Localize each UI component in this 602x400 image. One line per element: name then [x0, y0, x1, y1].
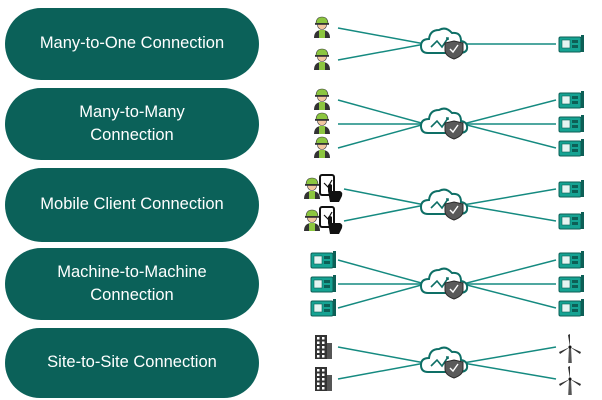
- worker-tablet-2-0-icon: [304, 174, 343, 202]
- link-right-1-0: [462, 99, 557, 125]
- link-left-2-0: [343, 188, 426, 206]
- link-right-2-1: [462, 204, 557, 222]
- machine-3-0-icon: [310, 251, 336, 269]
- machine-0-r0-icon: [558, 35, 584, 53]
- link-right-1-2: [462, 123, 557, 149]
- link-left-3-0: [337, 259, 426, 285]
- cloud-shield-4-icon: [419, 346, 469, 379]
- link-right-4-1: [462, 362, 557, 380]
- cloud-shield-1-icon: [419, 107, 469, 140]
- cloud-shield-2-icon: [419, 188, 469, 221]
- machine-2-r0-icon: [558, 180, 584, 198]
- machine-3-r2-icon: [558, 299, 584, 317]
- cloud-shield-3-icon: [419, 267, 469, 300]
- pill-mobile-client: Mobile Client Connection: [5, 168, 259, 242]
- link-left-3-2: [337, 283, 426, 309]
- building-4-0-icon: [315, 335, 332, 359]
- link-left-1-2: [337, 123, 426, 149]
- machine-3-r0-icon: [558, 251, 584, 269]
- machine-3-r1-icon: [558, 275, 584, 293]
- link-right-3-2: [462, 283, 557, 309]
- link-left-4-1: [337, 362, 426, 380]
- link-right-2-0: [462, 188, 557, 206]
- link-left-2-1: [343, 204, 426, 222]
- link-left-4-0: [337, 346, 426, 364]
- worker-1-1-icon: [314, 112, 330, 134]
- machine-3-2-icon: [310, 299, 336, 317]
- building-4-1-icon: [315, 367, 332, 391]
- pill-many-to-many: Many-to-Many Connection: [5, 88, 259, 160]
- pill-machine-to-machine: Machine-to-Machine Connection: [5, 248, 259, 320]
- pill-site-to-site: Site-to-Site Connection: [5, 328, 259, 398]
- worker-0-1-icon: [314, 48, 330, 70]
- machine-1-r2-icon: [558, 139, 584, 157]
- link-left-0-1: [337, 43, 426, 61]
- wind-turbine-4-r1-icon: [559, 366, 581, 395]
- machine-3-1-icon: [310, 275, 336, 293]
- pill-many-to-one: Many-to-One Connection: [5, 8, 259, 80]
- machine-1-r1-icon: [558, 115, 584, 133]
- wind-turbine-4-r0-icon: [559, 334, 581, 363]
- link-right-3-0: [462, 259, 557, 285]
- link-left-0-0: [337, 27, 426, 45]
- machine-2-r1-icon: [558, 212, 584, 230]
- worker-0-0-icon: [314, 16, 330, 38]
- link-right-4-0: [462, 346, 557, 364]
- cloud-shield-0-icon: [419, 27, 469, 60]
- worker-1-0-icon: [314, 88, 330, 110]
- link-left-1-0: [337, 99, 426, 125]
- machine-1-r0-icon: [558, 91, 584, 109]
- worker-1-2-icon: [314, 136, 330, 158]
- worker-tablet-2-1-icon: [304, 206, 343, 234]
